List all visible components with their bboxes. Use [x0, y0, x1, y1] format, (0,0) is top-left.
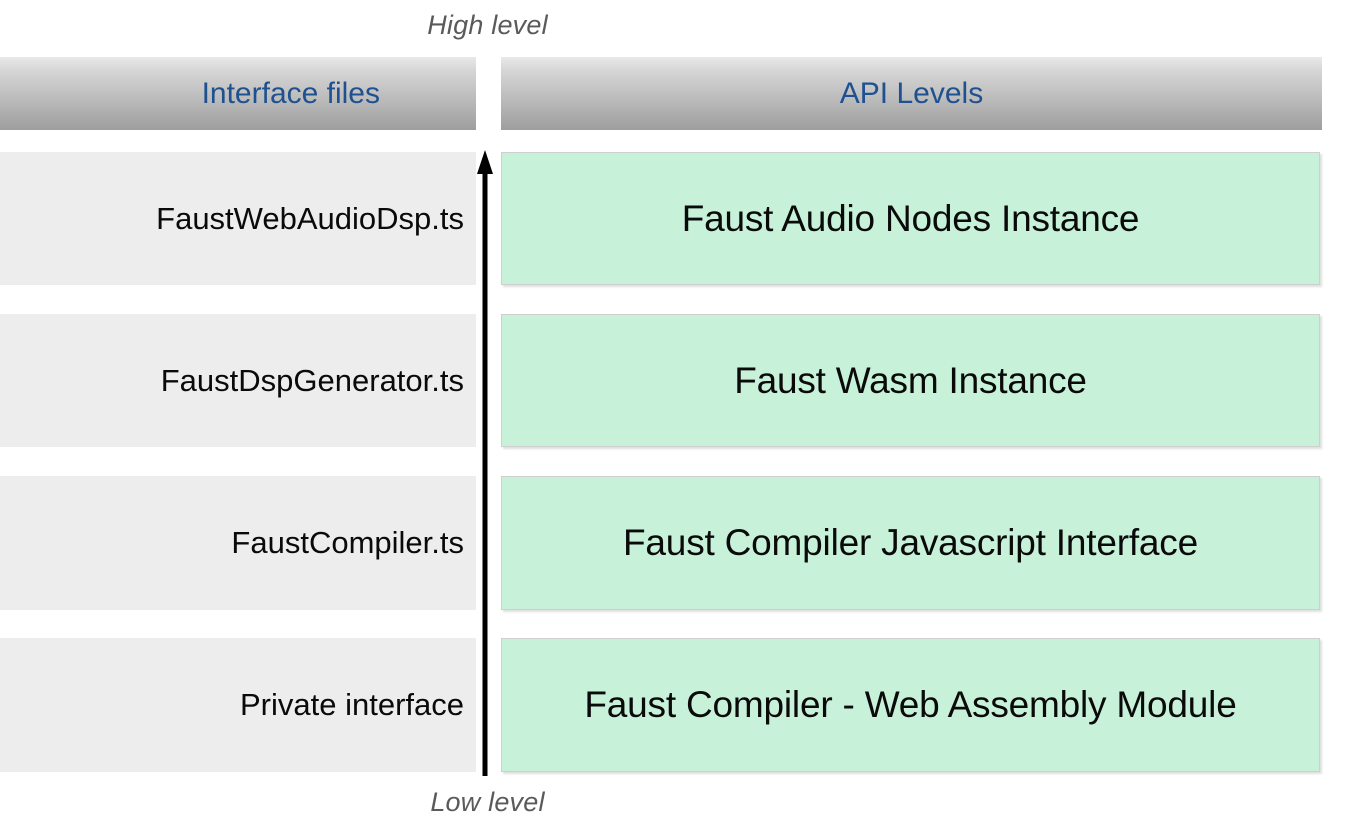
interface-file-row: Private interface: [0, 638, 476, 772]
interface-file-row: FaustDspGenerator.ts: [0, 314, 476, 447]
interface-file-label: Private interface: [240, 687, 464, 722]
column-header-api-levels: API Levels: [501, 57, 1322, 130]
low-level-caption: Low level: [430, 787, 545, 817]
api-level-box: Faust Compiler Javascript Interface: [501, 476, 1320, 610]
api-level-label: Faust Compiler Javascript Interface: [623, 522, 1198, 563]
up-arrow-icon: [477, 150, 493, 776]
interface-file-row: FaustWebAudioDsp.ts: [0, 152, 476, 285]
api-level-box: Faust Compiler - Web Assembly Module: [501, 638, 1320, 772]
interface-file-row: FaustCompiler.ts: [0, 476, 476, 610]
api-level-box: Faust Audio Nodes Instance: [501, 152, 1320, 285]
api-level-label: Faust Audio Nodes Instance: [681, 197, 1140, 239]
api-level-label: Faust Compiler - Web Assembly Module: [584, 684, 1237, 725]
interface-file-label: FaustWebAudioDsp.ts: [156, 200, 464, 236]
high-level-caption: High level: [427, 10, 548, 40]
column-header-interface-files: Interface files: [0, 57, 476, 130]
column-header-api-levels-label: API Levels: [839, 76, 984, 110]
column-header-interface-files-label: Interface files: [201, 76, 380, 110]
api-level-label: Faust Wasm Instance: [734, 359, 1087, 401]
api-level-box: Faust Wasm Instance: [501, 314, 1320, 447]
interface-file-label: FaustDspGenerator.ts: [160, 362, 464, 398]
interface-file-label: FaustCompiler.ts: [231, 525, 464, 560]
